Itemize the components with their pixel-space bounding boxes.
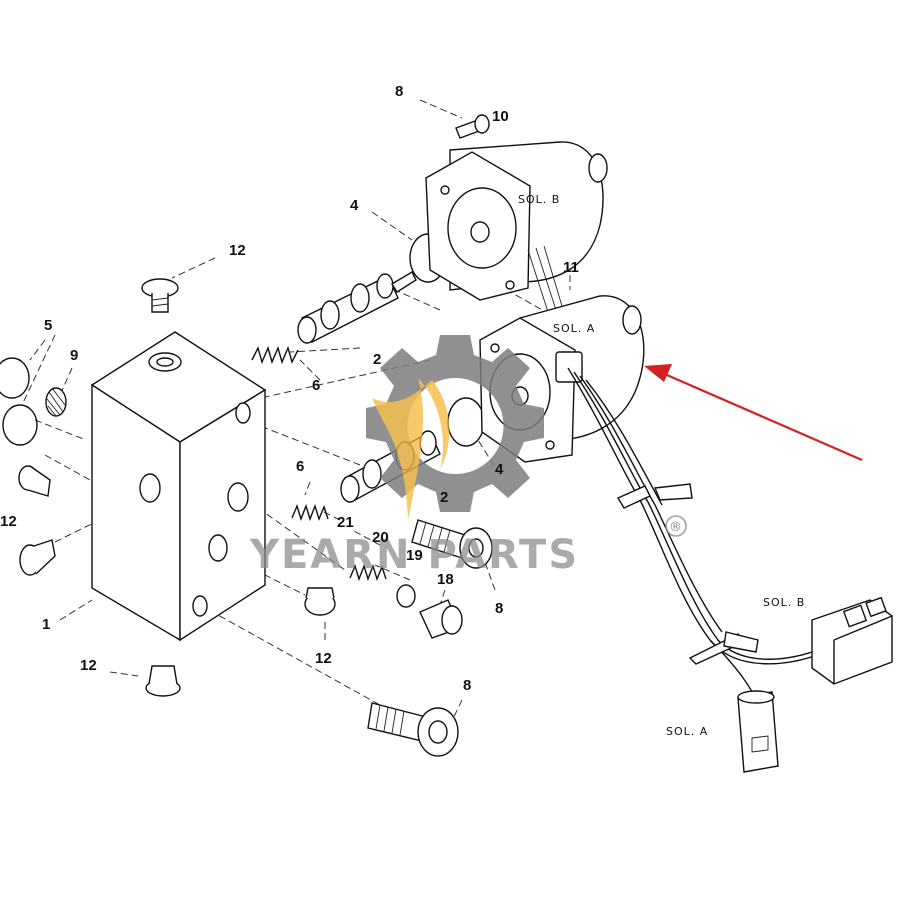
filter-screen bbox=[45, 387, 67, 417]
part-label-21: 21 bbox=[337, 514, 354, 531]
part-label-2-top: 2 bbox=[373, 351, 381, 368]
part-label-5: 5 bbox=[44, 317, 52, 334]
solenoid-tie-rods bbox=[527, 245, 563, 313]
part-label-20: 20 bbox=[372, 529, 389, 546]
valve-block bbox=[90, 331, 267, 642]
o-ring-19 bbox=[396, 584, 416, 608]
part-label-12-top: 12 bbox=[229, 242, 246, 259]
part-label-12-mid: 12 bbox=[315, 650, 332, 667]
part-label-12-left: 12 bbox=[0, 513, 17, 530]
part-label-6-mid: 6 bbox=[296, 458, 304, 475]
o-ring-5-a bbox=[0, 357, 30, 399]
connector-sol-b: SOL. B bbox=[763, 596, 893, 685]
part-label-1: 1 bbox=[42, 616, 50, 633]
part-number-labels: 8 10 4 12 11 5 9 2 6 6 4 2 12 21 20 19 1… bbox=[0, 83, 579, 694]
part-label-11: 11 bbox=[563, 259, 579, 276]
part-label-8-mid: 8 bbox=[495, 600, 503, 617]
bolts bbox=[367, 114, 493, 757]
part-label-8-top: 8 bbox=[395, 83, 403, 100]
part-label-4-mid: 4 bbox=[495, 461, 504, 478]
watermark: YEARN PARTS ® bbox=[249, 515, 687, 578]
part-label-9: 9 bbox=[70, 347, 78, 364]
springs bbox=[251, 345, 387, 582]
o-ring-5-b bbox=[2, 404, 38, 446]
sol-a-connector-label: SOL. A bbox=[666, 725, 708, 738]
plugs bbox=[18, 278, 463, 697]
part-label-19: 19 bbox=[406, 547, 423, 564]
sol-b-connector-label: SOL. B bbox=[763, 596, 805, 609]
part-label-6-top: 6 bbox=[312, 377, 320, 394]
wire-harness bbox=[567, 367, 833, 701]
sol-b-body-label: SOL. B bbox=[518, 193, 560, 206]
part-label-2-mid: 2 bbox=[440, 489, 448, 506]
part-label-8-bottom: 8 bbox=[463, 677, 471, 694]
part-label-12-bottom: 12 bbox=[80, 657, 97, 674]
part-label-18: 18 bbox=[437, 571, 454, 588]
solenoid-b: SOL. B bbox=[425, 141, 608, 301]
part-label-4-top: 4 bbox=[350, 197, 359, 214]
o-ring-4-mid bbox=[447, 397, 485, 447]
connector-sol-a: SOL. A bbox=[666, 690, 779, 773]
sol-a-body-label: SOL. A bbox=[553, 322, 595, 335]
part-label-10: 10 bbox=[492, 108, 509, 125]
red-arrow-icon bbox=[644, 364, 863, 462]
watermark-text: YEARN PARTS bbox=[249, 532, 579, 578]
registered-mark: ® bbox=[669, 520, 682, 535]
gear-flame-logo-icon bbox=[366, 335, 544, 520]
